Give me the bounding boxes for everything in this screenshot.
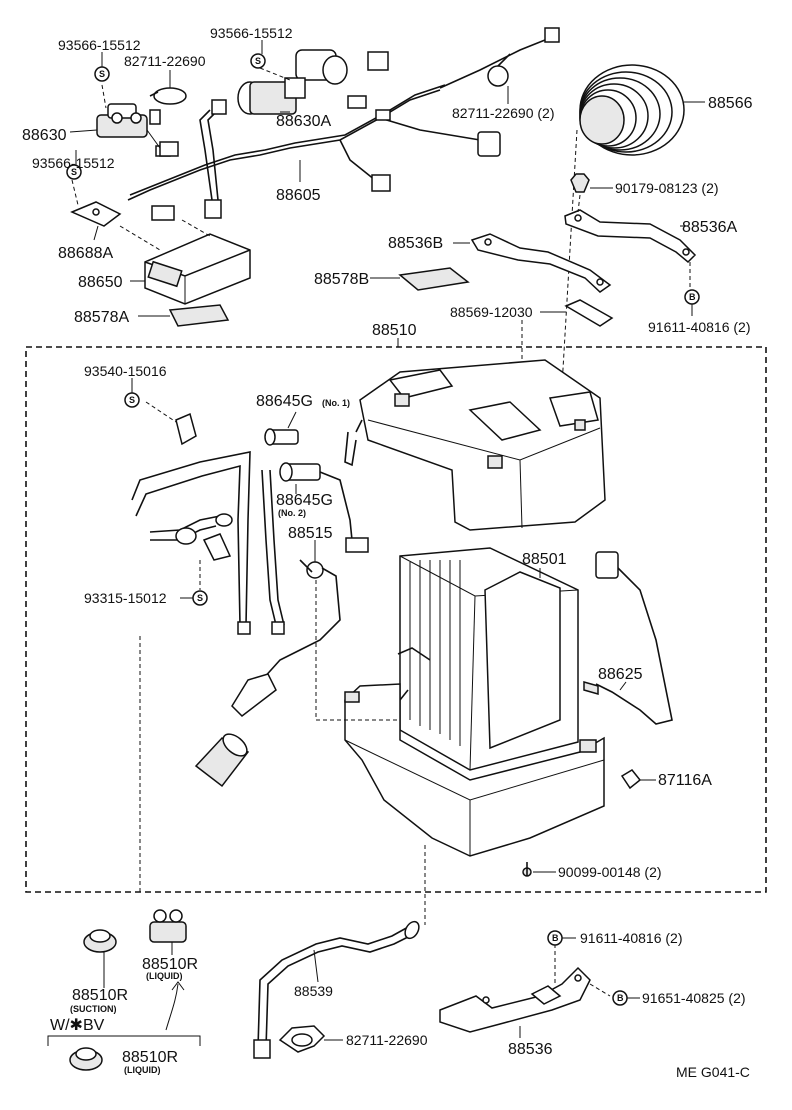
s-mark-text-a: S — [99, 69, 105, 79]
part-88645G-no2 — [279, 462, 369, 553]
label-88645G-no2: 88645G — [276, 492, 333, 509]
label-88515: 88515 — [288, 525, 333, 542]
s-mark-93566-b — [250, 53, 266, 69]
label-91651: 91651-40825 (2) — [642, 990, 746, 1006]
part-hose-assembly — [131, 412, 285, 635]
part-88566-duct — [579, 64, 685, 156]
part-90179-nut — [570, 173, 590, 193]
label-88566: 88566 — [708, 95, 753, 112]
part-88650-amplifier — [144, 233, 251, 305]
label-93540: 93540-15016 — [84, 363, 167, 379]
label-91611-a: 91611-40816 (2) — [648, 319, 750, 335]
part-88510-lower-case — [344, 683, 605, 857]
label-88510R-wbv: 88510R — [122, 1049, 178, 1066]
part-88510-upper-case — [344, 359, 606, 531]
label-90099: 90099-00148 (2) — [558, 864, 662, 880]
part-90099-screw — [522, 862, 532, 877]
s-mark-text-b: S — [255, 56, 261, 66]
part-88515-sleeve — [194, 733, 250, 788]
s-mark-93566-c — [66, 164, 82, 180]
part-82711-clamp-a — [149, 87, 187, 105]
part-88510R-wbv — [69, 1047, 103, 1071]
label-88569: 88569-12030 — [450, 304, 533, 320]
part-88578A-pad — [168, 304, 230, 327]
label-88645G-no1: 88645G — [256, 393, 313, 410]
part-88515-sensor — [231, 559, 341, 717]
label-88536A: 88536A — [682, 219, 737, 236]
part-82711-clamp-b — [487, 53, 511, 87]
label-88510R-wbv-note: (LIQUID) — [124, 1065, 161, 1075]
part-88539-pipe — [253, 920, 420, 1059]
label-88510R-suction-note: (SUCTION) — [70, 1004, 117, 1014]
s-mark-text-c: S — [71, 167, 77, 177]
label-88510R-suction: 88510R — [72, 987, 128, 1004]
part-88605-harness — [127, 27, 560, 221]
label-93315: 93315-15012 — [84, 590, 167, 606]
label-88510: 88510 — [372, 322, 417, 339]
part-88536B-bracket — [470, 233, 612, 293]
label-88578B: 88578B — [314, 271, 369, 288]
part-88501-evaporator — [385, 547, 579, 771]
label-82711-a: 82711-22690 — [124, 53, 206, 69]
part-87116A-clip — [620, 769, 642, 790]
part-88630 — [96, 103, 171, 157]
part-88630A — [237, 49, 389, 115]
s-mark-text-93540: S — [129, 395, 135, 405]
part-88569-plate — [564, 299, 614, 327]
part-88536A-bracket — [564, 209, 697, 264]
label-88510R-liquid: 88510R — [142, 956, 198, 973]
wbv-bracket — [47, 1035, 201, 1046]
label-88510R-liquid-note: (LIQUID) — [146, 971, 183, 981]
part-88536-bracket — [439, 966, 591, 1033]
label-88688A: 88688A — [58, 245, 113, 262]
label-88501: 88501 — [522, 551, 567, 568]
part-88625-thermistor — [583, 551, 673, 725]
label-wbv: W/✱BV — [50, 1017, 105, 1034]
label-88650: 88650 — [78, 274, 123, 291]
label-88645G-no1-note: (No. 1) — [322, 398, 350, 408]
b-mark-text-c: B — [617, 993, 624, 1003]
label-93566-a: 93566-15512 — [58, 37, 141, 53]
label-88539: 88539 — [294, 983, 333, 999]
footer-code: ME G041-C — [676, 1064, 750, 1080]
part-88510R-liquid — [149, 909, 187, 943]
label-88630A: 88630A — [276, 113, 331, 130]
part-88688A-bracket — [70, 201, 122, 227]
label-88536: 88536 — [508, 1041, 553, 1058]
label-82711-b: 82711-22690 (2) — [452, 105, 554, 121]
label-88625: 88625 — [598, 666, 643, 683]
label-88578A: 88578A — [74, 309, 129, 326]
label-87116A: 87116A — [658, 772, 712, 789]
part-88510R-suction — [83, 929, 117, 953]
s-mark-text-93315: S — [197, 593, 203, 603]
label-82711-c: 82711-22690 — [346, 1032, 428, 1048]
part-88645G-no1 — [264, 428, 299, 446]
label-88645G-no2-note: (No. 2) — [278, 508, 306, 518]
part-82711-clamp-c — [278, 1025, 326, 1053]
label-88605: 88605 — [276, 187, 321, 204]
b-mark-text-a: B — [689, 292, 696, 302]
label-88630: 88630 — [22, 127, 67, 144]
assembly-88510-frame — [25, 346, 767, 893]
label-93566-b: 93566-15512 — [210, 25, 293, 41]
b-mark-text-b: B — [552, 933, 559, 943]
label-88536B: 88536B — [388, 235, 443, 252]
label-90179: 90179-08123 (2) — [615, 180, 719, 196]
label-91611-b: 91611-40816 (2) — [580, 930, 682, 946]
part-88578B-pad — [398, 267, 470, 291]
label-93566-c: 93566-15512 — [32, 155, 115, 171]
